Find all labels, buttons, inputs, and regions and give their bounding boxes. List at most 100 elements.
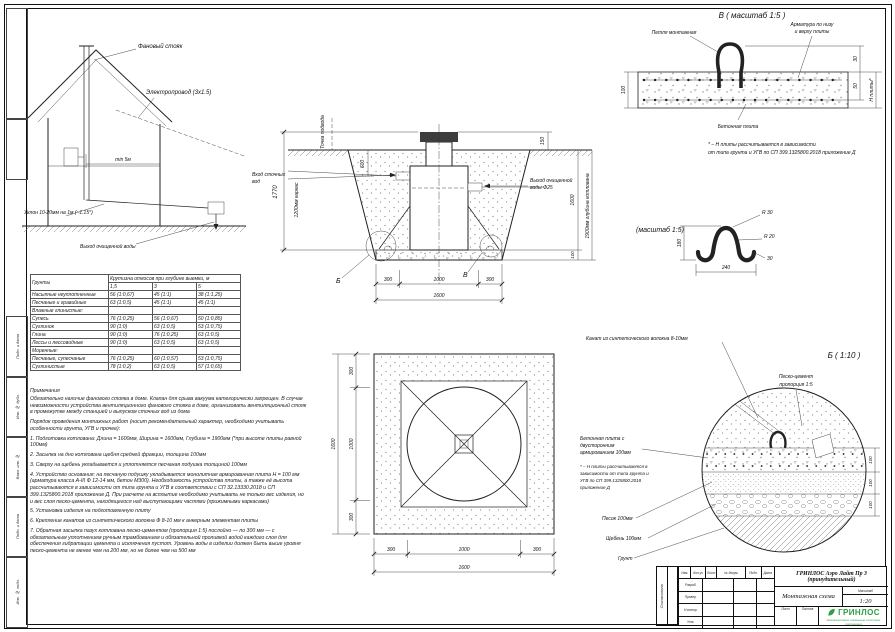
col-koluch: Кол.уч — [691, 567, 706, 578]
anchor-hook-shape — [695, 225, 757, 263]
document-designation-cell: ГРИНЛОС Аэро Лайт Пр 3 (принудительный) — [775, 567, 888, 587]
pit-plan-view: 300 1000 300 1600 300 1000 300 1600 — [331, 351, 557, 576]
notes-order-title: Порядок проведения монтажных работ (носи… — [30, 419, 285, 432]
col-podp: Подп. — [746, 567, 762, 578]
detail-v-note-line1: * – Н плиты рассчитывается в зависимости — [708, 142, 816, 148]
detail-b-note-line2: зависимости от типа грунта и — [579, 471, 649, 476]
margin-label: Взам. инв. № — [14, 454, 20, 480]
plan-dim-300-bottom: 300 — [349, 513, 355, 522]
label-vent-stack: Фановый стояк — [138, 43, 184, 50]
label-ground: Грунт — [618, 556, 633, 562]
note-item-4: 4. Устройство основания: на песчаную под… — [30, 471, 304, 505]
anchor-loop — [769, 430, 787, 449]
house-section-drawing: min 5м Фановый стояк Электропровод (3х1.… — [22, 43, 246, 250]
note-item-7: 7. Обратная засыпка пазух котлована песк… — [30, 527, 301, 554]
row-nkontr: Н.контр. — [679, 604, 704, 616]
margin-label: Подп. и дата — [14, 514, 20, 540]
slab-section — [637, 71, 849, 109]
dim-min-5m: min 5м — [115, 157, 131, 163]
detail-v-drawing: В ( масштаб 1:5 ) Петля монтажная Армату… — [621, 11, 882, 156]
title-block: Изм. Кол.уч Лист № докум. Подп. Дата Раз… — [678, 566, 888, 628]
grinlos-logo: ГРИНЛОС Инновационные локальные очистные… — [819, 607, 888, 626]
approval-strip: Согласовано — [656, 566, 678, 626]
notes-paragraph: Обязательно наличие фанового стояка в до… — [30, 395, 307, 416]
label-karkas-1200: 1200мм каркас — [294, 182, 300, 217]
detail-v-callout-circle — [479, 234, 503, 258]
detail-v-note-line2: от типа грунта и УГВ по СП 399.1325800.2… — [708, 150, 856, 156]
dim-r30: R 30 — [762, 210, 773, 216]
scale-cell: Масштаб 1:20 — [843, 587, 888, 607]
soil-table-subheader: 1,5 — [108, 282, 153, 291]
dim-r20: R 20 — [764, 234, 775, 240]
dim-300-right: 300 — [486, 277, 495, 283]
dim-50: 50 — [853, 83, 859, 89]
station-plan-circle — [406, 386, 522, 502]
anchor-hook-detail: (масштаб 1:5) R 30 R 20 180 240 30 — [636, 210, 775, 276]
dim-1770: 1770 — [273, 185, 279, 199]
notes-block: Примечания Обязательно наличие фанового … — [30, 388, 308, 558]
note-item-1: 1. Подготовка котлована: Длина = 1600мм,… — [30, 435, 302, 449]
logo-text: ГРИНЛОС — [838, 607, 880, 617]
plan-dim-1000-left: 1000 — [349, 438, 355, 449]
dim-100-slab-height: 100 — [621, 86, 627, 95]
dim-180: 180 — [677, 239, 683, 248]
inlet-stub — [395, 171, 411, 181]
dim-30-hook: 30 — [767, 256, 773, 262]
note-item-6: 6. Крепление канатов из синтетического в… — [30, 518, 259, 524]
dim-1600-width: 1600 — [433, 293, 444, 299]
label-slab-line3: армированием 100мм — [580, 450, 631, 456]
dim-150: 150 — [540, 137, 546, 146]
plan-dim-300-left: 300 — [387, 547, 396, 553]
label-sand-cement-line2: пропорция 1:5 — [779, 382, 812, 388]
label-gravel: Щебень 100мм — [606, 536, 642, 542]
col-list: Лист — [706, 567, 718, 578]
hook-detail-title: (масштаб 1:5) — [636, 226, 684, 234]
vent-stack-pipe — [79, 45, 94, 200]
label-pipe-slope: Уклон 10-20мм на 1м (~1.15°) — [24, 210, 93, 216]
dim-100-slab: 100 — [570, 251, 575, 259]
detail-b-title: Б ( 1:10 ) — [828, 351, 861, 360]
label-rope: Канат из синтетического волокна 8-10мм — [586, 336, 688, 342]
logo-tagline: Инновационные локальные очистные сооруже… — [826, 617, 881, 626]
col-izm: Изм. — [679, 567, 692, 578]
col-data: Дата — [763, 570, 772, 575]
row-prover: Провер. — [679, 591, 704, 603]
soil-table-header-soils: Грунты — [30, 274, 109, 291]
detail-b-callout-circle — [365, 230, 397, 262]
approval-label: Согласовано — [659, 583, 665, 609]
dim-h-plity: Н плиты* — [869, 77, 875, 101]
cover-plan — [454, 434, 474, 454]
plan-dim-1600-left: 1600 — [331, 438, 337, 449]
plan-dim-1600-bottom: 1600 — [458, 565, 469, 571]
label-sand-cement-line1: Песко-цемент — [779, 374, 813, 380]
anchor-plate — [811, 433, 835, 459]
dim-300-left: 300 — [384, 277, 393, 283]
sewer-pipe — [85, 199, 209, 209]
margin-label: Инв. № подл. — [14, 579, 20, 605]
station-cover — [420, 132, 458, 142]
plan-dim-1000: 1000 — [458, 547, 469, 553]
detail-b-note-line4: приложение Д — [580, 485, 611, 490]
mounting-loop — [715, 42, 745, 73]
scale-value: 1:20 — [859, 597, 872, 605]
dim-240: 240 — [721, 265, 731, 271]
sheet-name-cell: Монтажная схема — [775, 587, 843, 607]
dim-600: 600 — [360, 160, 366, 169]
notes-title: Примечания — [30, 388, 60, 394]
label-rebar-line1: Арматура по низу — [790, 22, 834, 28]
callout-letter-b: Б — [336, 278, 341, 285]
label-concrete-slab: Бетонная плита — [718, 124, 759, 130]
dim-100-gravel-layer: 100 — [868, 501, 873, 509]
label-rebar-line2: и верху плиты — [795, 29, 830, 35]
leaf-icon — [828, 608, 835, 616]
detail-b-note-line1: * – Н плиты рассчитывается в — [580, 464, 648, 469]
anchor-rope — [378, 205, 411, 250]
pit-cross-section-drawing: Б В 1770 1200мм каркас Точка подвода 600… — [252, 115, 596, 304]
dim-30: 30 — [853, 56, 859, 62]
label-supply-point: Точка подвода — [320, 115, 326, 149]
